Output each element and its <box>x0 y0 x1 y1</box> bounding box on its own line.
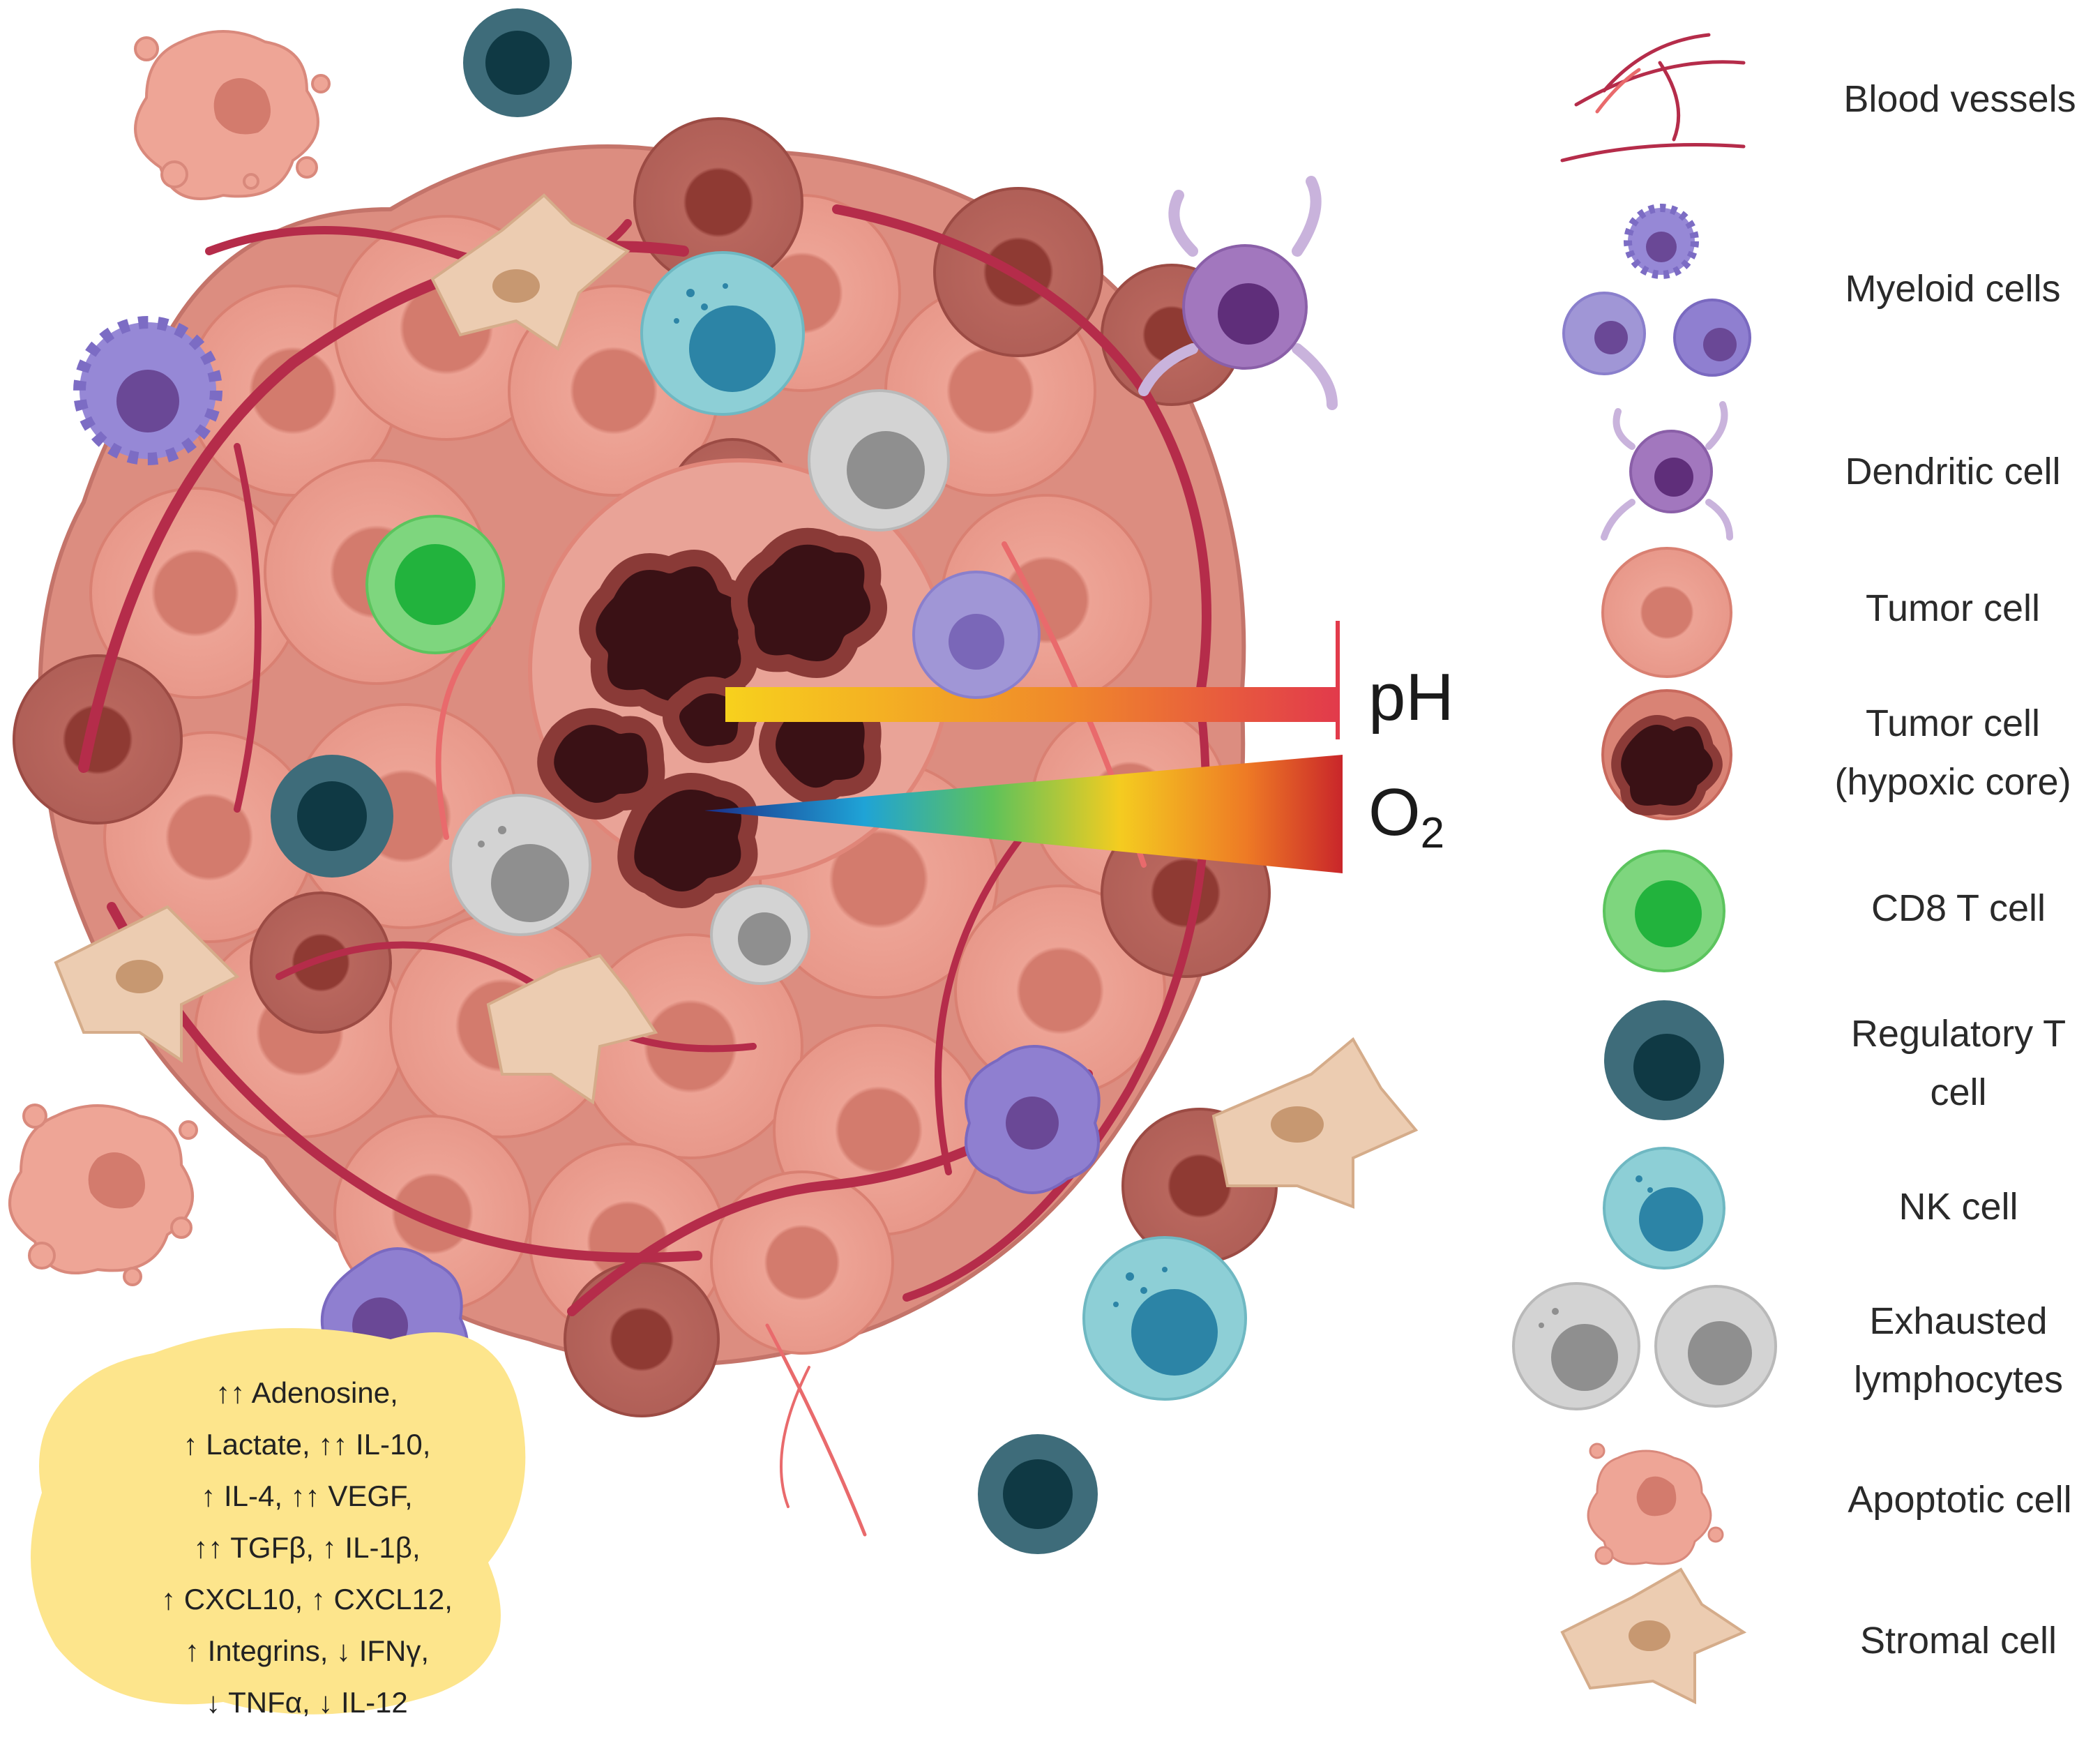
myeloid-cell-cluster <box>912 571 1041 699</box>
dendritic-cell <box>1138 176 1338 410</box>
o2-gradient-wedge <box>704 755 1343 873</box>
cytokine-line: ↑↑ Adenosine, <box>216 1376 398 1409</box>
myeloid-cell <box>965 1045 1101 1194</box>
tumor-cell-icon <box>1601 547 1732 678</box>
cytokine-line: ↑↑ TGFβ, ↑ IL-1β, <box>193 1531 421 1564</box>
hypoxic-core <box>528 458 951 908</box>
legend-label-tumor-cell: Tumor cell <box>1865 587 2041 629</box>
myeloid-cells-icon <box>1562 204 1751 377</box>
o2-label: O2 <box>1368 778 1444 868</box>
cytokine-line: ↑ IL-4, ↑↑ VEGF, <box>201 1479 413 1512</box>
stromal-cell <box>1211 1037 1419 1209</box>
regulatory-t-cell <box>271 755 393 878</box>
legend-label-cd8-t-cell: CD8 T cell <box>1871 887 2046 929</box>
exhausted-lymphocyte <box>449 794 591 936</box>
apoptotic-cell <box>8 1104 198 1286</box>
o2-label-text: O <box>1368 775 1421 850</box>
ph-gradient-bar <box>725 621 1340 739</box>
apoptotic-cell <box>134 30 331 200</box>
legend-label-nk-cell: NK cell <box>1898 1186 2018 1228</box>
cd8-t-cell <box>365 515 505 654</box>
nk-cell <box>1082 1236 1247 1401</box>
regulatory-t-cell <box>463 8 572 117</box>
hypoxic-tumor-cell-icon <box>1601 689 1732 820</box>
legend-label-apoptotic-cell: Apoptotic cell <box>1848 1479 2072 1521</box>
exhausted-lymphocyte <box>710 884 810 985</box>
legend-label-dendritic-cell: Dendritic cell <box>1845 451 2061 492</box>
cytokine-line: ↑ CXCL10, ↑ CXCL12, <box>161 1583 453 1616</box>
cytokine-line: ↓ TNFα, ↓ IL-12 <box>206 1686 408 1719</box>
blood-vessel-icon <box>1560 33 1746 163</box>
cytokine-list: ↑↑ Adenosine, ↑ Lactate, ↑↑ IL-10, ↑ IL-… <box>91 1367 523 1729</box>
legend-label-blood-vessels: Blood vessels <box>1843 78 2076 120</box>
nk-cell <box>640 251 805 416</box>
cytokine-blob <box>31 1328 526 1715</box>
legend-label-hypoxic-core: Tumor cell (hypoxic core) <box>1834 702 2071 803</box>
cytokine-line: ↑ Lactate, ↑↑ IL-10, <box>183 1428 431 1461</box>
cd8-t-cell-icon <box>1603 850 1725 972</box>
regulatory-t-cell-icon <box>1604 1000 1724 1120</box>
legend-label-regulatory-t-cell: Regulatory T cell <box>1850 1013 2067 1113</box>
o2-subscript: 2 <box>1420 809 1445 857</box>
stromal-cell <box>430 193 630 352</box>
legend-label-exhausted-lymphocytes: Exhausted lymphocytes <box>1853 1300 2064 1401</box>
dendritic-cell-icon <box>1601 401 1733 541</box>
ph-label: pH <box>1368 660 1454 735</box>
exhausted-lymphocytes-icon <box>1512 1282 1777 1410</box>
cytokine-line: ↑ Integrins, ↓ IFNγ, <box>184 1634 430 1667</box>
apoptotic-cell-icon <box>1587 1443 1724 1565</box>
stromal-cell <box>54 905 240 1063</box>
exhausted-lymphocyte <box>808 389 950 532</box>
nk-cell-icon <box>1603 1147 1725 1270</box>
stromal-cell <box>486 954 658 1105</box>
myeloid-cell-spiky <box>73 316 222 465</box>
legend-label-stromal-cell: Stromal cell <box>1859 1620 2057 1662</box>
regulatory-t-cell <box>978 1434 1098 1554</box>
legend-label-myeloid-cells: Myeloid cells <box>1845 268 2061 310</box>
stromal-cell-icon <box>1560 1567 1747 1705</box>
